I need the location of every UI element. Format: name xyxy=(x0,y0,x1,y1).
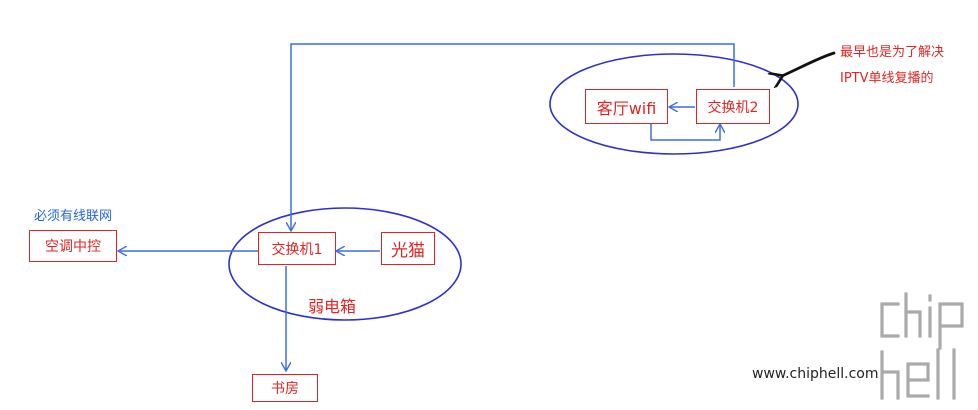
node-living-room-wifi: 客厅wifi xyxy=(585,89,668,124)
connector-wifi-to-switch2-loop xyxy=(650,124,720,141)
note-wired-required: 必须有线联网 xyxy=(34,209,113,224)
node-study: 书房 xyxy=(252,374,318,402)
group-label-weak-current-box: 弱电箱 xyxy=(308,297,357,316)
note-iptv-reason-line1: 最早也是为了解决 xyxy=(840,45,945,60)
note-iptv-reason-line2: IPTV单线复播的 xyxy=(840,71,934,86)
pointer-arrow xyxy=(782,51,836,76)
node-ac-controller: 空调中控 xyxy=(29,230,117,262)
node-switch-1: 交换机1 xyxy=(258,232,336,265)
node-optical-modem: 光猫 xyxy=(381,232,435,265)
connector-switch2-to-switch1 xyxy=(291,43,735,230)
chiphell-logo-icon xyxy=(880,292,964,400)
group-outline-weak-current-box xyxy=(228,207,462,321)
node-switch-2: 交换机2 xyxy=(696,89,770,124)
watermark-url: www.chiphell.com xyxy=(752,366,879,382)
group-outline-living-room xyxy=(549,53,799,155)
